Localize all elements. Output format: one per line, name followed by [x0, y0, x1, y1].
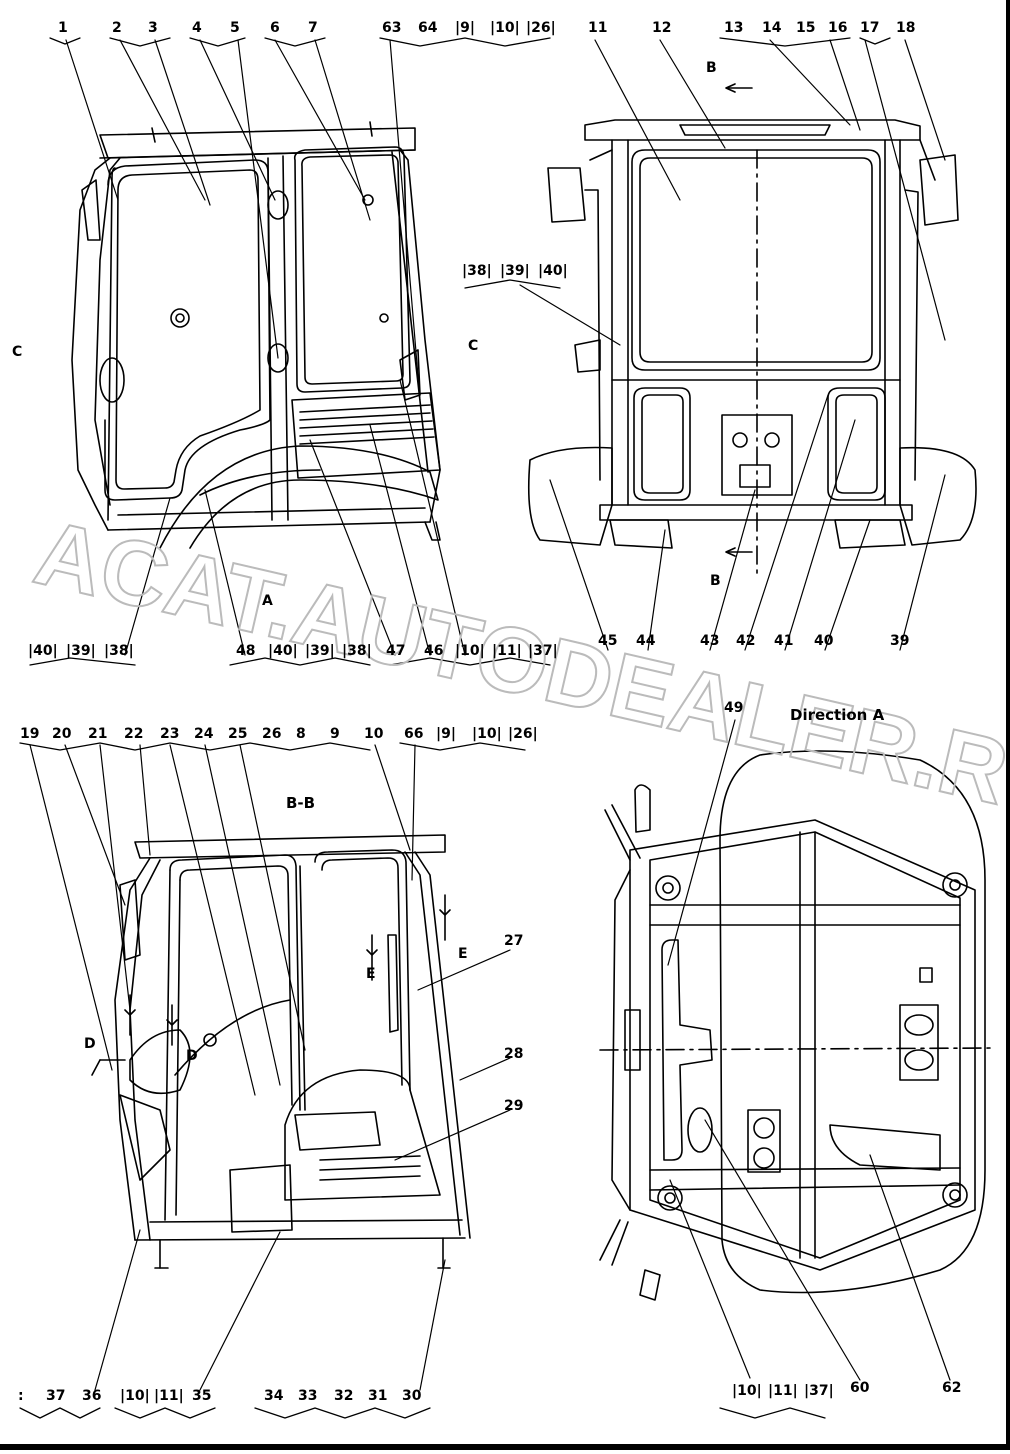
- callout-63: 63: [382, 20, 401, 36]
- callout-42: 42: [736, 633, 755, 649]
- callout-38-ref: |38|: [104, 643, 134, 659]
- callout-29: 29: [504, 1098, 523, 1114]
- callout-40: 40: [814, 633, 834, 649]
- section-bb-view: [91, 834, 471, 1269]
- callout-8: 8: [296, 726, 306, 742]
- section-c-right: C: [468, 338, 478, 354]
- callout-21: 21: [88, 726, 107, 742]
- callout-33: 33: [298, 1388, 317, 1404]
- section-bb-title: B-B: [286, 794, 315, 812]
- callout-15: 15: [796, 20, 815, 36]
- section-e-left: E: [366, 966, 376, 982]
- leader-lines: [29, 39, 951, 1391]
- callout-1: 1: [58, 20, 68, 36]
- callout-14: 14: [762, 20, 782, 36]
- callout-34: 34: [264, 1388, 284, 1404]
- callout-7: 7: [308, 20, 318, 36]
- callout-24: 24: [194, 726, 214, 742]
- callout-16: 16: [828, 20, 847, 36]
- callout-48: 48: [236, 643, 255, 659]
- callout-37: 37: [46, 1388, 65, 1404]
- callout-10: 10: [364, 726, 384, 742]
- callout-9-ref: |9|: [455, 20, 475, 36]
- callout-36: 36: [82, 1388, 101, 1404]
- callout-32: 32: [334, 1388, 353, 1404]
- callout-39-ref: |39|: [66, 643, 96, 659]
- callout-10-ref-d: |10|: [120, 1388, 150, 1404]
- section-b-top: B: [706, 60, 717, 76]
- callout-11-ref: |11|: [492, 643, 522, 659]
- callout-18: 18: [896, 20, 915, 36]
- callout-22: 22: [124, 726, 143, 742]
- callout-13: 13: [724, 20, 743, 36]
- callout-41: 41: [774, 633, 793, 649]
- callout-17: 17: [860, 20, 879, 36]
- callout-31: 31: [368, 1388, 387, 1404]
- callout-27: 27: [504, 933, 523, 949]
- callout-9: 9: [330, 726, 340, 742]
- section-d-right: D: [186, 1048, 198, 1064]
- callout-9-ref-b: |9|: [436, 726, 456, 742]
- callout-49: 49: [724, 700, 743, 716]
- left-side-view: [71, 121, 441, 549]
- callout-39-ref-c: |39|: [500, 263, 530, 279]
- watermark: ACAT.AUTODEALER.RU: [25, 500, 1010, 840]
- callout-10-ref-b: |10|: [455, 643, 485, 659]
- callout-39: 39: [890, 633, 909, 649]
- callout-19: 19: [20, 726, 39, 742]
- callout-40-ref-b: |40|: [268, 643, 298, 659]
- callout-37-ref: |37|: [528, 643, 558, 659]
- callout-5: 5: [230, 20, 240, 36]
- callout-20: 20: [52, 726, 72, 742]
- callout-11: 11: [588, 20, 607, 36]
- callout-47: 47: [386, 643, 405, 659]
- callout-4: 4: [192, 20, 202, 36]
- callout-37-ref-b: |37|: [804, 1383, 834, 1399]
- callout-30: 30: [402, 1388, 422, 1404]
- label-braces: [19, 37, 891, 1419]
- section-c-left: C: [12, 344, 22, 360]
- callout-43: 43: [700, 633, 719, 649]
- callout-6: 6: [270, 20, 280, 36]
- callout-38-ref-c: |38|: [462, 263, 492, 279]
- callout-38-ref-b: |38|: [342, 643, 372, 659]
- callout-23: 23: [160, 726, 179, 742]
- section-b-bottom: B: [710, 573, 721, 589]
- callout-44: 44: [636, 633, 656, 649]
- callout-12: 12: [652, 20, 671, 36]
- section-e-right: E: [458, 946, 468, 962]
- callout-11-ref-b: |11|: [154, 1388, 184, 1404]
- callout-colon: :: [18, 1388, 24, 1404]
- callout-66: 66: [404, 726, 423, 742]
- callout-10-ref: |10|: [490, 20, 520, 36]
- callout-26-ref-b: |26|: [508, 726, 538, 742]
- callout-40-ref: |40|: [28, 643, 58, 659]
- callout-35: 35: [192, 1388, 211, 1404]
- direction-a-view: [599, 750, 991, 1301]
- rear-view: [528, 83, 977, 579]
- callout-40-ref-c: |40|: [538, 263, 568, 279]
- section-d-left: D: [84, 1036, 96, 1052]
- callout-28: 28: [504, 1046, 523, 1062]
- callout-11-ref-c: |11|: [768, 1383, 798, 1399]
- callout-3: 3: [148, 20, 158, 36]
- callout-26: 26: [262, 726, 281, 742]
- view-a-marker: A: [262, 593, 273, 609]
- callout-25: 25: [228, 726, 247, 742]
- callout-26-ref: |26|: [526, 20, 556, 36]
- svg-text:ACAT.AUTODEALER.RU: ACAT.AUTODEALER.RU: [26, 501, 1010, 839]
- callout-45: 45: [598, 633, 617, 649]
- callout-10-ref-c: |10|: [472, 726, 502, 742]
- callout-64: 64: [418, 20, 438, 36]
- callout-10-ref-e: |10|: [732, 1383, 762, 1399]
- direction-a-title: Direction A: [790, 706, 885, 724]
- callout-2: 2: [112, 20, 122, 36]
- callout-60: 60: [850, 1380, 870, 1396]
- callout-46: 46: [424, 643, 443, 659]
- callout-62: 62: [942, 1380, 961, 1396]
- callout-39-ref-b: |39|: [305, 643, 335, 659]
